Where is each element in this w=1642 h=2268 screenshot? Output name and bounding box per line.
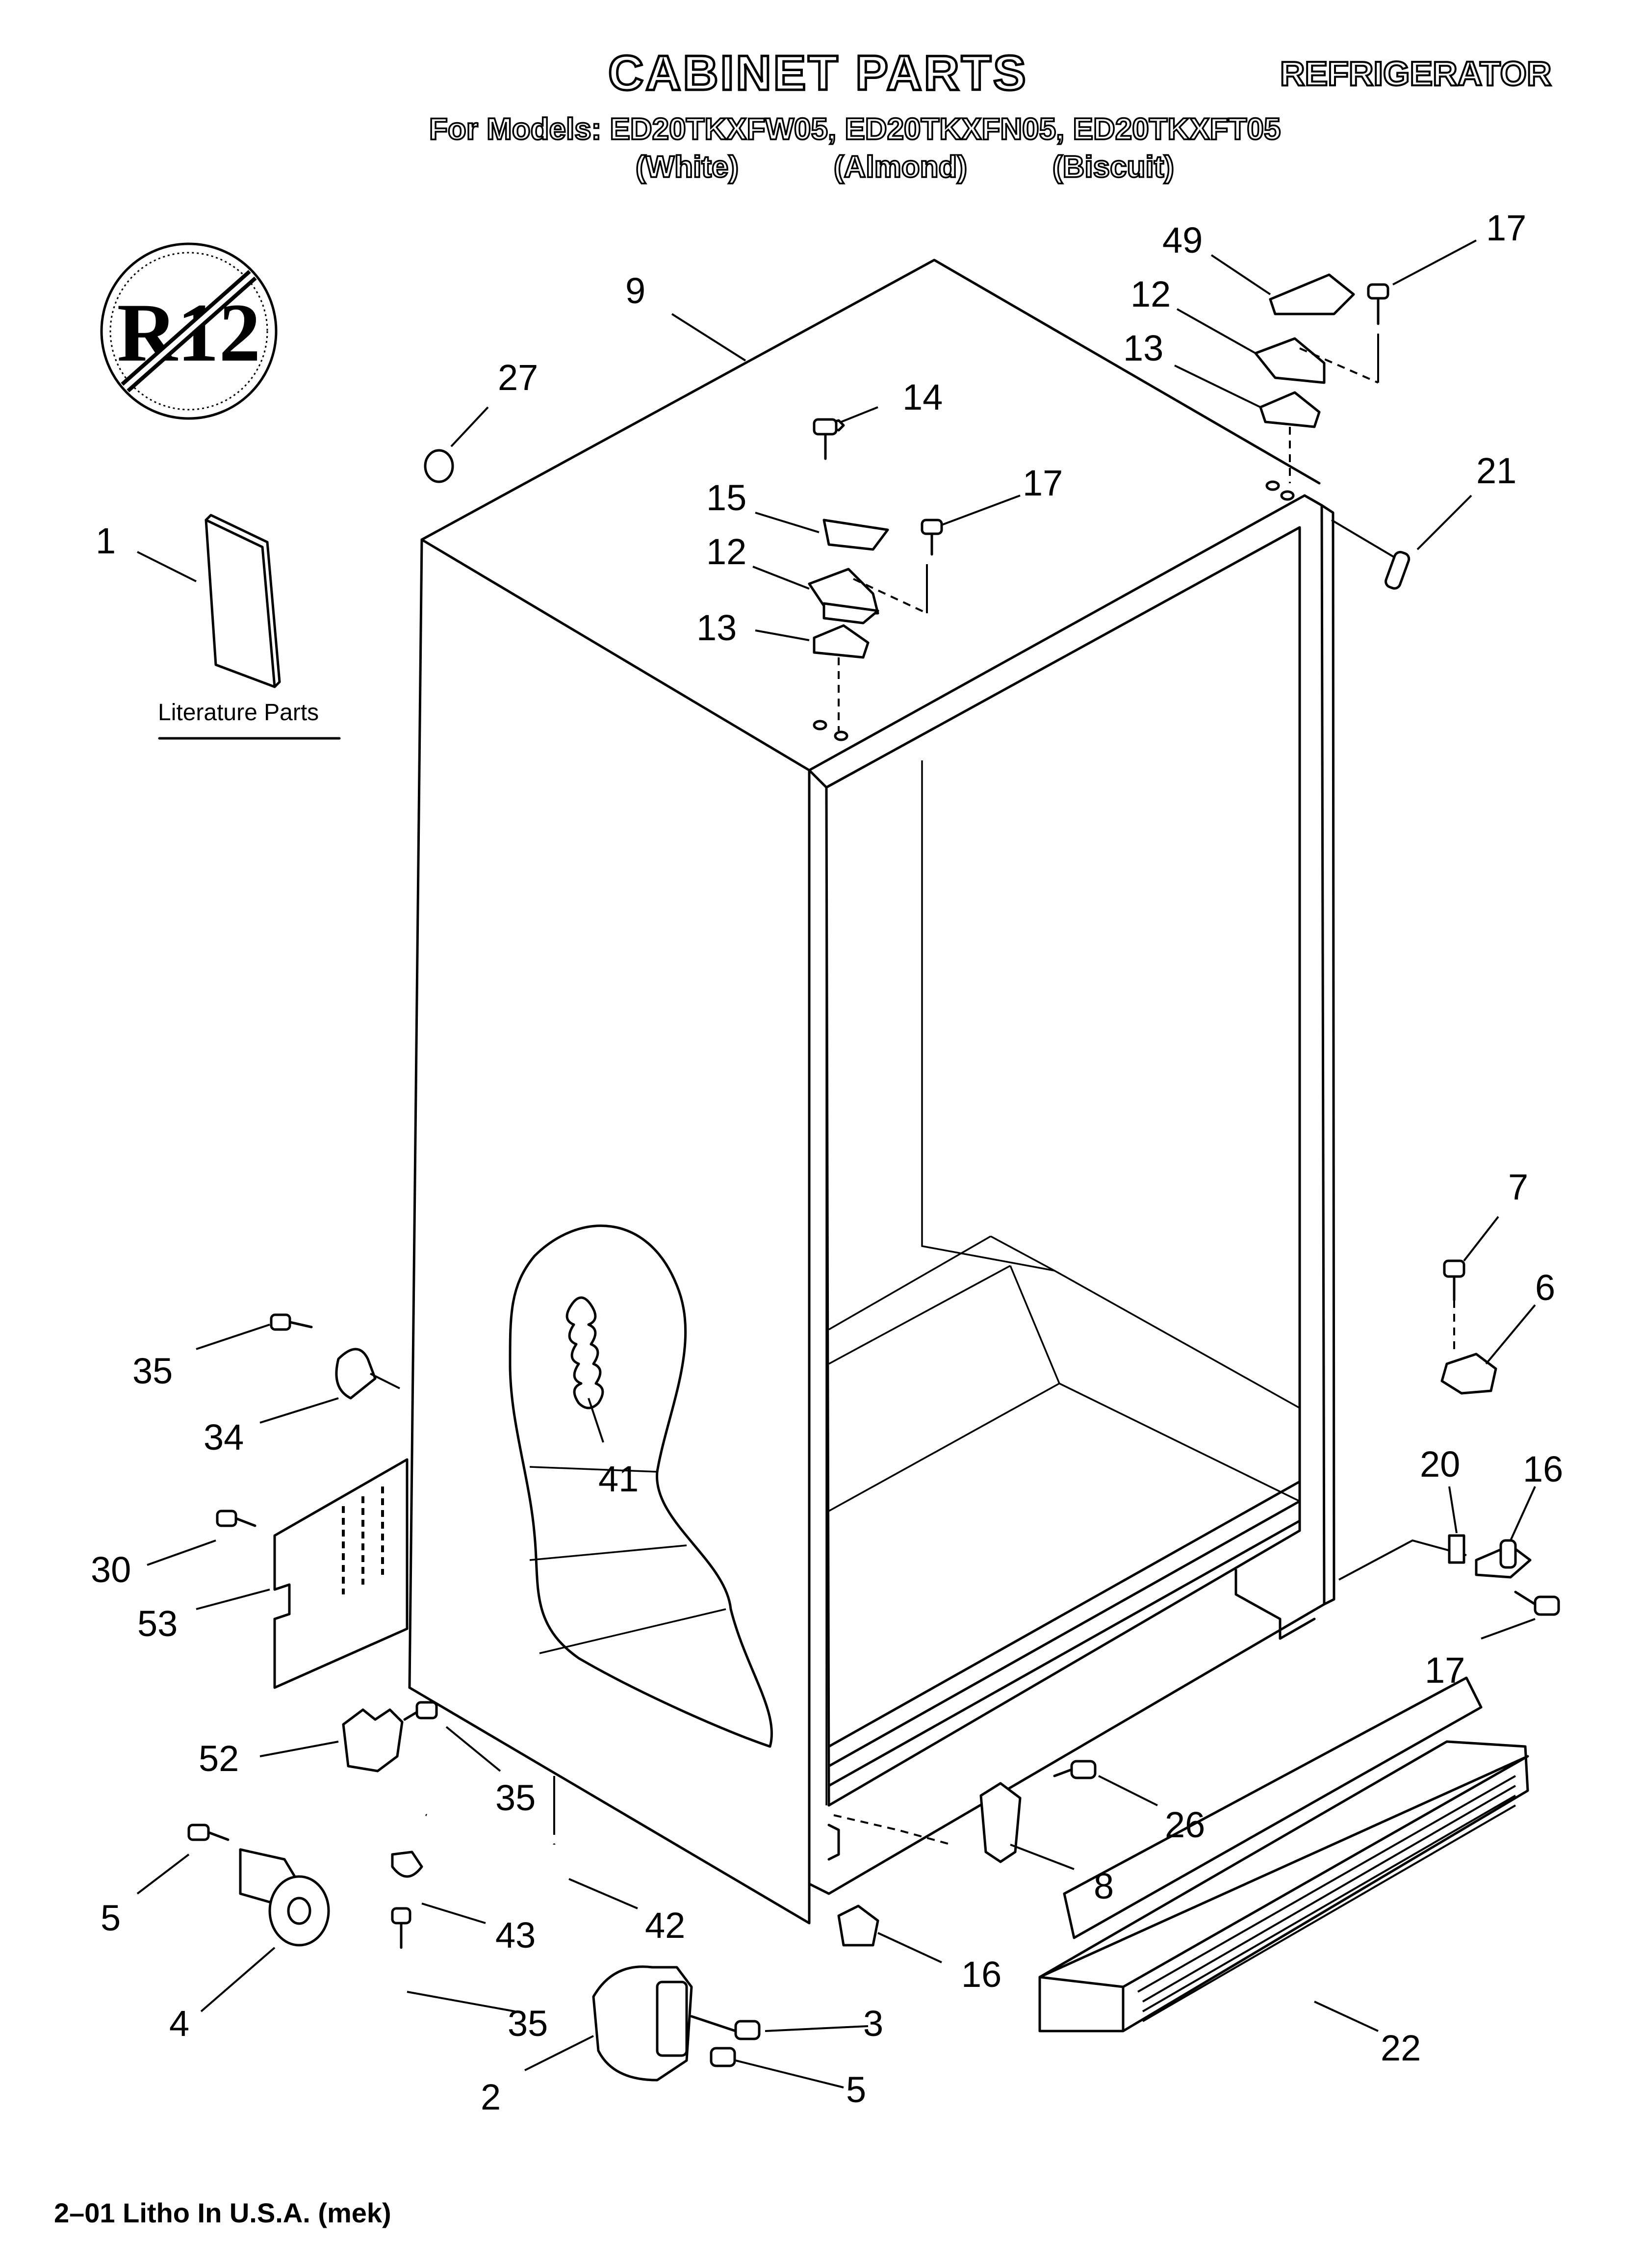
color-white: (White) bbox=[635, 149, 740, 185]
callout-41: 41 bbox=[598, 1459, 639, 1499]
callout-7: 7 bbox=[1508, 1167, 1528, 1207]
callout-22: 22 bbox=[1381, 2028, 1421, 2068]
caster-part bbox=[187, 1824, 330, 1947]
callout-9: 9 bbox=[625, 270, 645, 311]
cabinet-shell bbox=[408, 259, 1335, 1943]
water-tube-assembly bbox=[391, 1776, 559, 1949]
callout-35-lower: 35 bbox=[508, 2003, 548, 2044]
product-label: REFRIGERATOR bbox=[1279, 53, 1553, 94]
callout-17-top-right: 17 bbox=[1486, 208, 1526, 248]
callout-43: 43 bbox=[495, 1915, 536, 1955]
callout-16-lower: 16 bbox=[961, 1954, 1001, 1995]
color-biscuit: (Biscuit) bbox=[1052, 149, 1175, 185]
print-footer: 2–01 Litho In U.S.A. (mek) bbox=[54, 2197, 391, 2228]
right-bracket-assembly bbox=[1440, 1259, 1497, 1395]
drain-tube-part bbox=[565, 1296, 604, 1409]
callout-34: 34 bbox=[204, 1417, 244, 1458]
callout-42: 42 bbox=[645, 1905, 685, 1946]
literature-booklet-part bbox=[158, 514, 341, 740]
callout-35-upper: 35 bbox=[132, 1351, 173, 1391]
callout-16-right: 16 bbox=[1523, 1449, 1563, 1489]
callout-5-lower: 5 bbox=[846, 2069, 866, 2110]
literature-parts-label: Literature Parts bbox=[158, 700, 319, 726]
models-line: For Models: ED20TKXFW05, ED20TKXFN05, ED… bbox=[428, 111, 1282, 147]
callout-12-left: 12 bbox=[706, 531, 746, 572]
callout-17-right: 17 bbox=[1425, 1650, 1465, 1691]
callout-52: 52 bbox=[199, 1738, 239, 1779]
callout-8: 8 bbox=[1094, 1866, 1114, 1906]
callout-17-top-left: 17 bbox=[1023, 463, 1063, 503]
callout-35-middle: 35 bbox=[495, 1777, 536, 1818]
callout-53: 53 bbox=[137, 1603, 178, 1644]
callout-6: 6 bbox=[1535, 1267, 1555, 1308]
callout-4: 4 bbox=[169, 2003, 189, 2044]
leader-lines bbox=[136, 239, 1536, 2088]
callout-13-right: 13 bbox=[1123, 328, 1163, 368]
callout-13-left: 13 bbox=[696, 607, 737, 648]
insulation-cutaway bbox=[509, 1225, 773, 1748]
callout-14: 14 bbox=[902, 377, 943, 417]
callout-2: 2 bbox=[481, 2077, 501, 2117]
page-title: CABINET PARTS bbox=[607, 45, 1028, 102]
callout-21: 21 bbox=[1476, 450, 1516, 491]
left-clip-assembly bbox=[270, 1313, 400, 1400]
toe-grille-part bbox=[1038, 1676, 1529, 2033]
bracket-part bbox=[833, 1760, 1097, 1863]
callout-20: 20 bbox=[1420, 1444, 1460, 1485]
callout-3: 3 bbox=[863, 2003, 883, 2044]
callout-1: 1 bbox=[96, 521, 116, 561]
top-hinge-right-assembly bbox=[1254, 273, 1389, 483]
no-r12-prohibition-icon: R12 bbox=[100, 242, 278, 420]
callout-15: 15 bbox=[706, 477, 746, 518]
top-hinge-left-assembly bbox=[808, 418, 943, 731]
color-almond: (Almond) bbox=[833, 149, 968, 185]
access-panel-part bbox=[216, 1458, 409, 1689]
callout-12-right: 12 bbox=[1130, 274, 1171, 314]
callout-27: 27 bbox=[498, 357, 538, 398]
callout-26: 26 bbox=[1165, 1804, 1205, 1845]
plug-part bbox=[424, 449, 454, 483]
lower-hinge-part bbox=[592, 1965, 761, 2082]
callout-30: 30 bbox=[91, 1549, 131, 1590]
callout-49: 49 bbox=[1162, 220, 1203, 261]
lower-bracket-16-part bbox=[837, 1904, 879, 1947]
callout-5-left: 5 bbox=[101, 1898, 121, 1938]
tube-part bbox=[1331, 519, 1411, 590]
right-lower-bracket bbox=[1338, 1534, 1560, 1616]
leveling-bracket-assembly bbox=[342, 1701, 438, 1773]
